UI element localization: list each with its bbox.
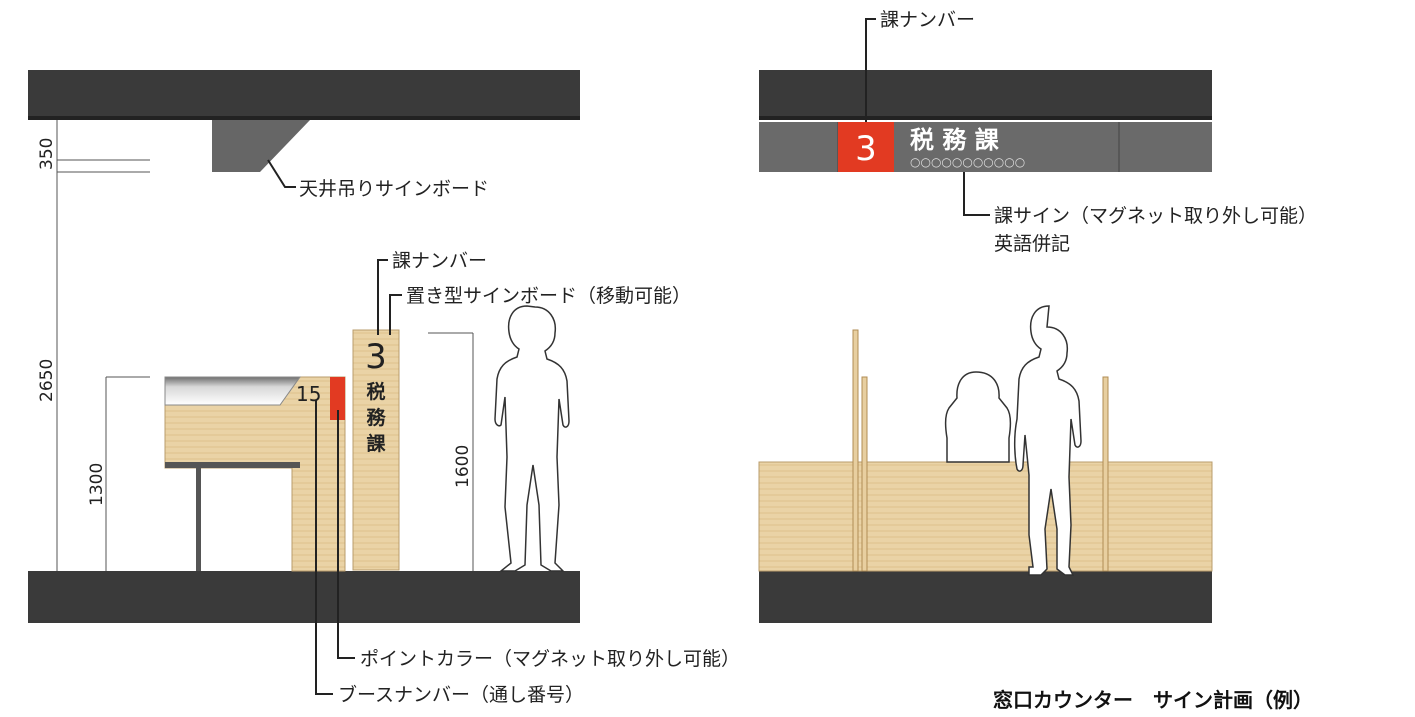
label-section-number-left: 課ナンバー: [392, 250, 487, 272]
right-ceiling-slab: [759, 70, 1212, 118]
partition-3: [1102, 376, 1109, 572]
dim-2650: 2650: [37, 359, 57, 402]
stand-sign-char-1: 税: [366, 380, 385, 403]
standing-person-left: [494, 305, 570, 572]
service-counter: 15: [164, 376, 346, 572]
label-section-number-right: 課ナンバー: [880, 9, 975, 31]
point-color-panel: [330, 377, 345, 420]
counter-leg: [196, 468, 201, 571]
section-sign-subtext: ○○○○○○○○○○○: [910, 155, 1025, 169]
left-ceiling-line: [28, 116, 580, 120]
ceiling-hung-signboard: [212, 120, 310, 172]
counter-front: [758, 461, 1213, 572]
section-sign-band: [759, 122, 1212, 172]
left-floor-slab: [28, 571, 580, 623]
left-ceiling-slab: [28, 70, 580, 118]
label-stand-signboard: 置き型サインボード（移動可能）: [406, 285, 691, 307]
stand-sign-number: 3: [365, 337, 387, 377]
section-sign-number: 3: [855, 129, 877, 169]
counter-shelf: [165, 462, 300, 468]
booth-number: 15: [296, 382, 321, 406]
label-ceiling-sign: 天井吊りサインボード: [299, 178, 489, 200]
dim-1300: 1300: [87, 463, 107, 506]
label-point-color: ポイントカラー（マグネット取り外し可能）: [360, 648, 740, 670]
label-booth-number: ブースナンバー（通し番号）: [338, 683, 584, 706]
right-floor-slab: [759, 571, 1212, 623]
label-section-sign-1: 課サイン（マグネット取り外し可能）: [994, 205, 1317, 227]
right-elevation: 3 税 務 課 ○○○○○○○○○○○ 課ナンバー 課サイン（マグネット取り外し…: [758, 9, 1317, 623]
partition-2: [861, 376, 868, 572]
label-section-sign-2: 英語併記: [994, 233, 1070, 255]
stand-sign-char-2: 務: [366, 406, 386, 429]
section-number-plate: [838, 122, 894, 172]
standing-person-right: [1013, 305, 1082, 576]
diagram-caption: 窓口カウンター サイン計画（例）: [993, 688, 1313, 712]
partition-1: [852, 329, 859, 572]
left-elevation: 350 2650 1300 1600 15 3 税 務 課 課ナンバー: [28, 70, 740, 706]
section-sign-text: 税 務 課: [910, 126, 1000, 154]
right-ceiling-line: [759, 116, 1212, 120]
dim-1600: 1600: [453, 445, 473, 488]
dim-350: 350: [37, 138, 57, 170]
stand-sign-char-3: 課: [366, 432, 386, 455]
seated-staff: [944, 371, 1012, 463]
counter-glass-top: [164, 376, 301, 406]
stand-signboard: 3 税 務 課: [352, 329, 400, 571]
